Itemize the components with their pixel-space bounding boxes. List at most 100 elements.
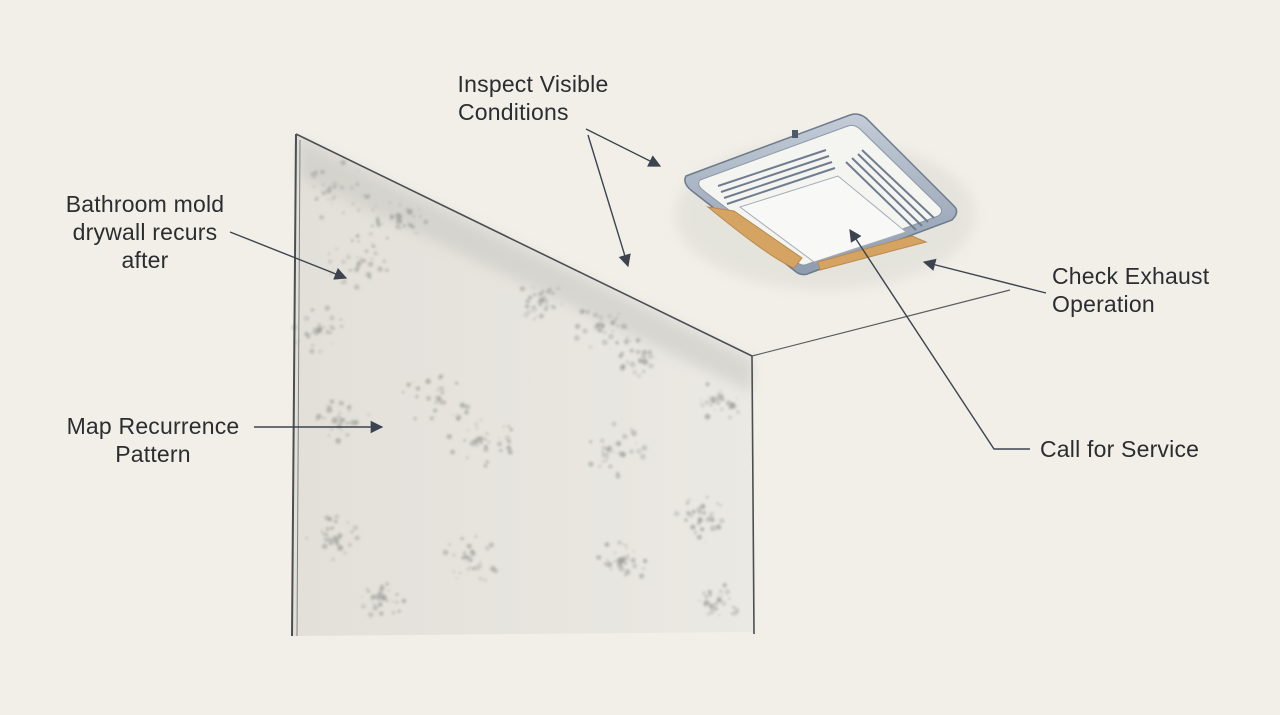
- mold-speck: [346, 254, 351, 260]
- mold-speck: [645, 361, 648, 363]
- mold-speck: [630, 362, 636, 368]
- mold-speck: [709, 605, 716, 611]
- mold-speck: [701, 591, 707, 596]
- mold-speck: [601, 339, 608, 346]
- mold-speck: [476, 436, 483, 443]
- mold-speck: [319, 215, 325, 220]
- mold-speck: [356, 260, 363, 266]
- mold-speck: [716, 502, 719, 505]
- mold-speck: [611, 330, 614, 333]
- mold-speck: [702, 510, 707, 516]
- mold-speck: [455, 577, 458, 580]
- mold-speck: [372, 604, 379, 611]
- mold-speck: [609, 445, 612, 447]
- mold-speck: [552, 305, 556, 310]
- mold-speck: [525, 304, 529, 309]
- mold-speck: [626, 336, 629, 339]
- mold-speck: [685, 501, 690, 505]
- mold-speck: [691, 509, 696, 514]
- mold-speck: [697, 518, 700, 521]
- mold-speck: [598, 328, 601, 332]
- mold-speck: [687, 498, 691, 502]
- arrow-service: [849, 228, 1030, 450]
- mold-speck: [396, 212, 402, 218]
- mold-speck: [506, 445, 512, 451]
- mold-speck: [724, 589, 731, 595]
- mold-speck: [674, 511, 680, 517]
- mold-speck: [484, 438, 487, 441]
- mold-speck: [655, 358, 658, 360]
- mold-speck: [334, 247, 339, 251]
- mold-speck: [320, 529, 324, 534]
- mold-speck: [305, 536, 309, 540]
- fan-louvers-left: [717, 149, 836, 205]
- mold-speck: [719, 389, 722, 392]
- mold-speck: [630, 557, 636, 563]
- mold-speck: [379, 611, 384, 616]
- mold-speck: [327, 252, 331, 256]
- mold-speck: [334, 514, 340, 520]
- mold-speck: [728, 597, 731, 600]
- mold-speck: [612, 451, 615, 454]
- mold-speck: [731, 605, 736, 609]
- mold-speck: [603, 562, 607, 566]
- mold-speck: [504, 435, 511, 441]
- mold-speck: [694, 531, 697, 534]
- mold-speck: [442, 401, 446, 405]
- mold-speck: [642, 370, 646, 373]
- mold-speck: [722, 583, 727, 588]
- mold-speck: [414, 230, 418, 235]
- mold-speck: [331, 198, 334, 201]
- mold-speck: [368, 261, 374, 267]
- mold-speck: [705, 495, 709, 499]
- mold-speck: [538, 292, 543, 297]
- mold-speck: [614, 317, 618, 321]
- mold-speck: [337, 544, 344, 551]
- mold-speck: [485, 545, 490, 551]
- mold-speck: [398, 203, 402, 207]
- mold-speck: [328, 541, 333, 546]
- mold-speck: [329, 189, 332, 192]
- mold-speck: [719, 589, 723, 594]
- mold-speck: [621, 323, 627, 329]
- mold-speck: [341, 259, 346, 264]
- mold-speck: [389, 214, 395, 220]
- mold-speck: [370, 595, 375, 600]
- mold-speck: [622, 543, 625, 546]
- mold-speck: [600, 438, 605, 444]
- mold-speck: [327, 536, 330, 538]
- mold-speck: [727, 405, 732, 411]
- mold-speck: [704, 413, 711, 420]
- mold-speck: [543, 300, 548, 304]
- mold-speck: [604, 452, 608, 456]
- mold-speck: [366, 272, 372, 278]
- mold-speck: [470, 550, 476, 557]
- mold-speck: [622, 560, 626, 564]
- mold-speck: [528, 295, 533, 300]
- mold-speck: [377, 266, 383, 272]
- mold-speck: [354, 284, 360, 290]
- mold-speck: [331, 418, 338, 424]
- mold-speck: [713, 400, 716, 403]
- mold-speck: [618, 566, 625, 572]
- mold-speck: [356, 208, 361, 213]
- mold-speck: [613, 442, 616, 445]
- mold-speck: [371, 244, 376, 248]
- mold-speck: [700, 503, 706, 510]
- mold-speck: [452, 414, 454, 416]
- mold-speck: [339, 185, 344, 190]
- mold-speck: [705, 382, 710, 386]
- mold-speck: [615, 340, 620, 345]
- mold-speck: [326, 407, 333, 414]
- callout-text-line: Pattern: [115, 441, 191, 467]
- mold-speck: [606, 446, 613, 453]
- mold-speck: [684, 518, 688, 522]
- mold-speck: [322, 543, 328, 550]
- mold-speck: [643, 363, 645, 365]
- exhaust-fan: [675, 113, 975, 290]
- mold-speck: [385, 582, 389, 586]
- mold-speck: [579, 308, 585, 315]
- mold-speck: [627, 363, 630, 366]
- mold-speck: [719, 518, 725, 524]
- mold-speck: [459, 571, 462, 575]
